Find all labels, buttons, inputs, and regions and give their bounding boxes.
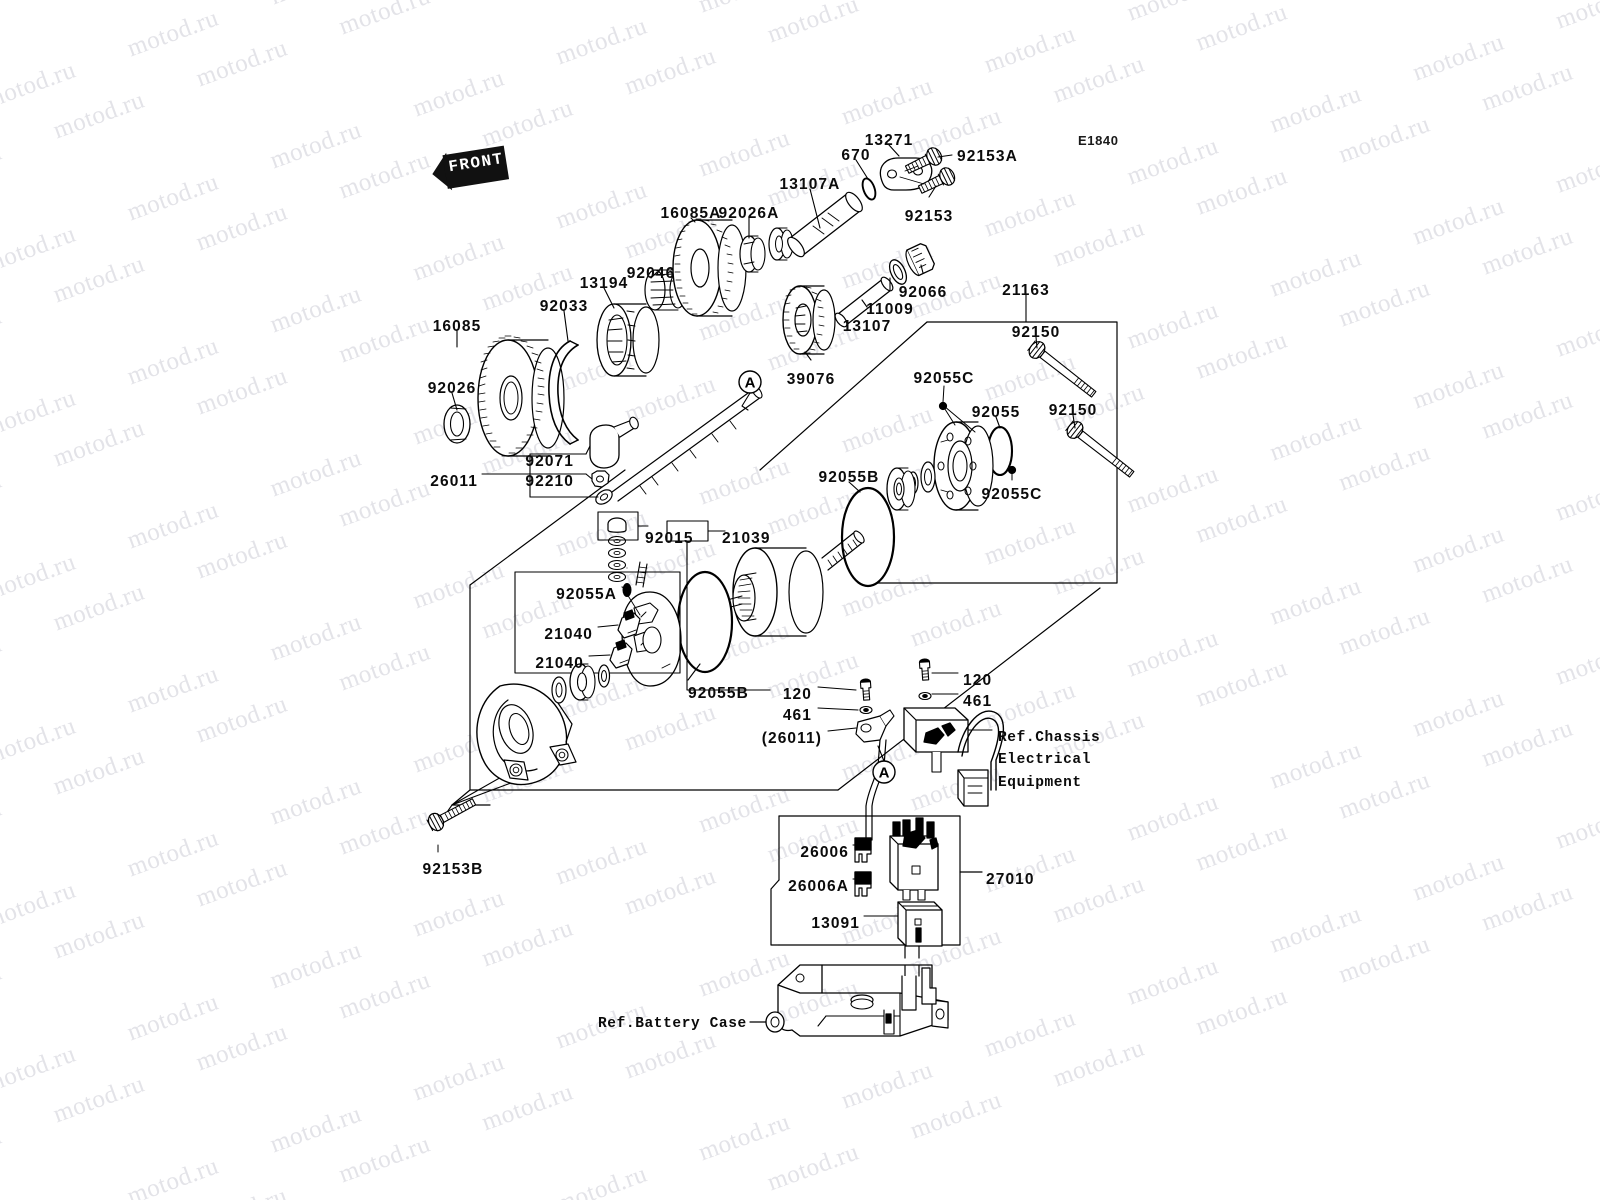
part-number-label[interactable]: 21163 [1002,282,1050,299]
callout-letter: A [745,375,756,392]
part-number-label[interactable]: 92026 [427,380,477,397]
part-number-label[interactable]: 13107A [779,176,841,193]
part-number-label[interactable]: 16085A [660,205,722,222]
part-number-label[interactable]: 92150 [1048,402,1098,419]
part-number-label[interactable]: 120 [963,672,993,689]
part-number-label[interactable]: 92153A [957,148,1018,165]
part-number-label[interactable]: 16085 [432,318,482,335]
diagram-code: E1840 [1078,133,1119,148]
part-number-label[interactable]: 21040 [535,655,584,672]
callout-letter: A [879,765,890,782]
part-number-label[interactable]: 92046 [626,265,676,282]
part-number-label[interactable]: 92153B [422,861,484,878]
part-number-label[interactable]: 26011 [430,473,478,490]
part-number-label[interactable]: 92210 [525,473,574,490]
part-number-label[interactable]: 26006A [788,878,849,895]
part-number-label[interactable]: 26006 [800,844,849,861]
part-number-label[interactable]: 21039 [722,530,771,547]
part-number-label[interactable]: 11009 [866,301,914,318]
part-number-label[interactable]: (26011) [761,730,822,747]
part-number-label[interactable]: 92015 [645,530,694,547]
part-number-label[interactable]: 461 [963,693,993,710]
part-number-label[interactable]: 92026A [718,205,780,222]
part-number-label[interactable]: 13091 [811,915,860,932]
part-number-label[interactable]: 92055B [818,469,880,486]
part-number-label[interactable]: 13271 [864,132,914,149]
part-number-label[interactable]: 92055C [913,370,975,387]
part-number-label[interactable]: 670 [841,147,871,164]
reference-note[interactable]: Ref.Chassis Electrical Equipment [998,730,1101,791]
part-number-label[interactable]: 92071 [525,453,574,470]
part-number-label[interactable]: 27010 [986,871,1035,888]
part-number-label[interactable]: 13194 [579,275,629,292]
part-number-label[interactable]: 92055C [981,486,1043,503]
part-number-label[interactable]: 461 [782,707,812,724]
part-number-label[interactable]: 92066 [898,284,948,301]
part-number-label[interactable]: 92055B [688,685,749,702]
part-number-label[interactable]: 92055A [556,586,617,603]
part-number-label[interactable]: 92150 [1011,324,1061,341]
part-number-label[interactable]: 21040 [544,626,593,643]
reference-note[interactable]: Ref.Battery Case [598,1016,747,1032]
part-number-label[interactable]: 92153 [904,208,954,225]
part-number-label[interactable]: 39076 [786,371,836,388]
part-number-label[interactable]: 120 [782,686,812,703]
part-number-label[interactable]: 13107 [842,318,892,335]
part-number-label[interactable]: 92033 [539,298,589,315]
part-number-label[interactable]: 92055 [971,404,1021,421]
